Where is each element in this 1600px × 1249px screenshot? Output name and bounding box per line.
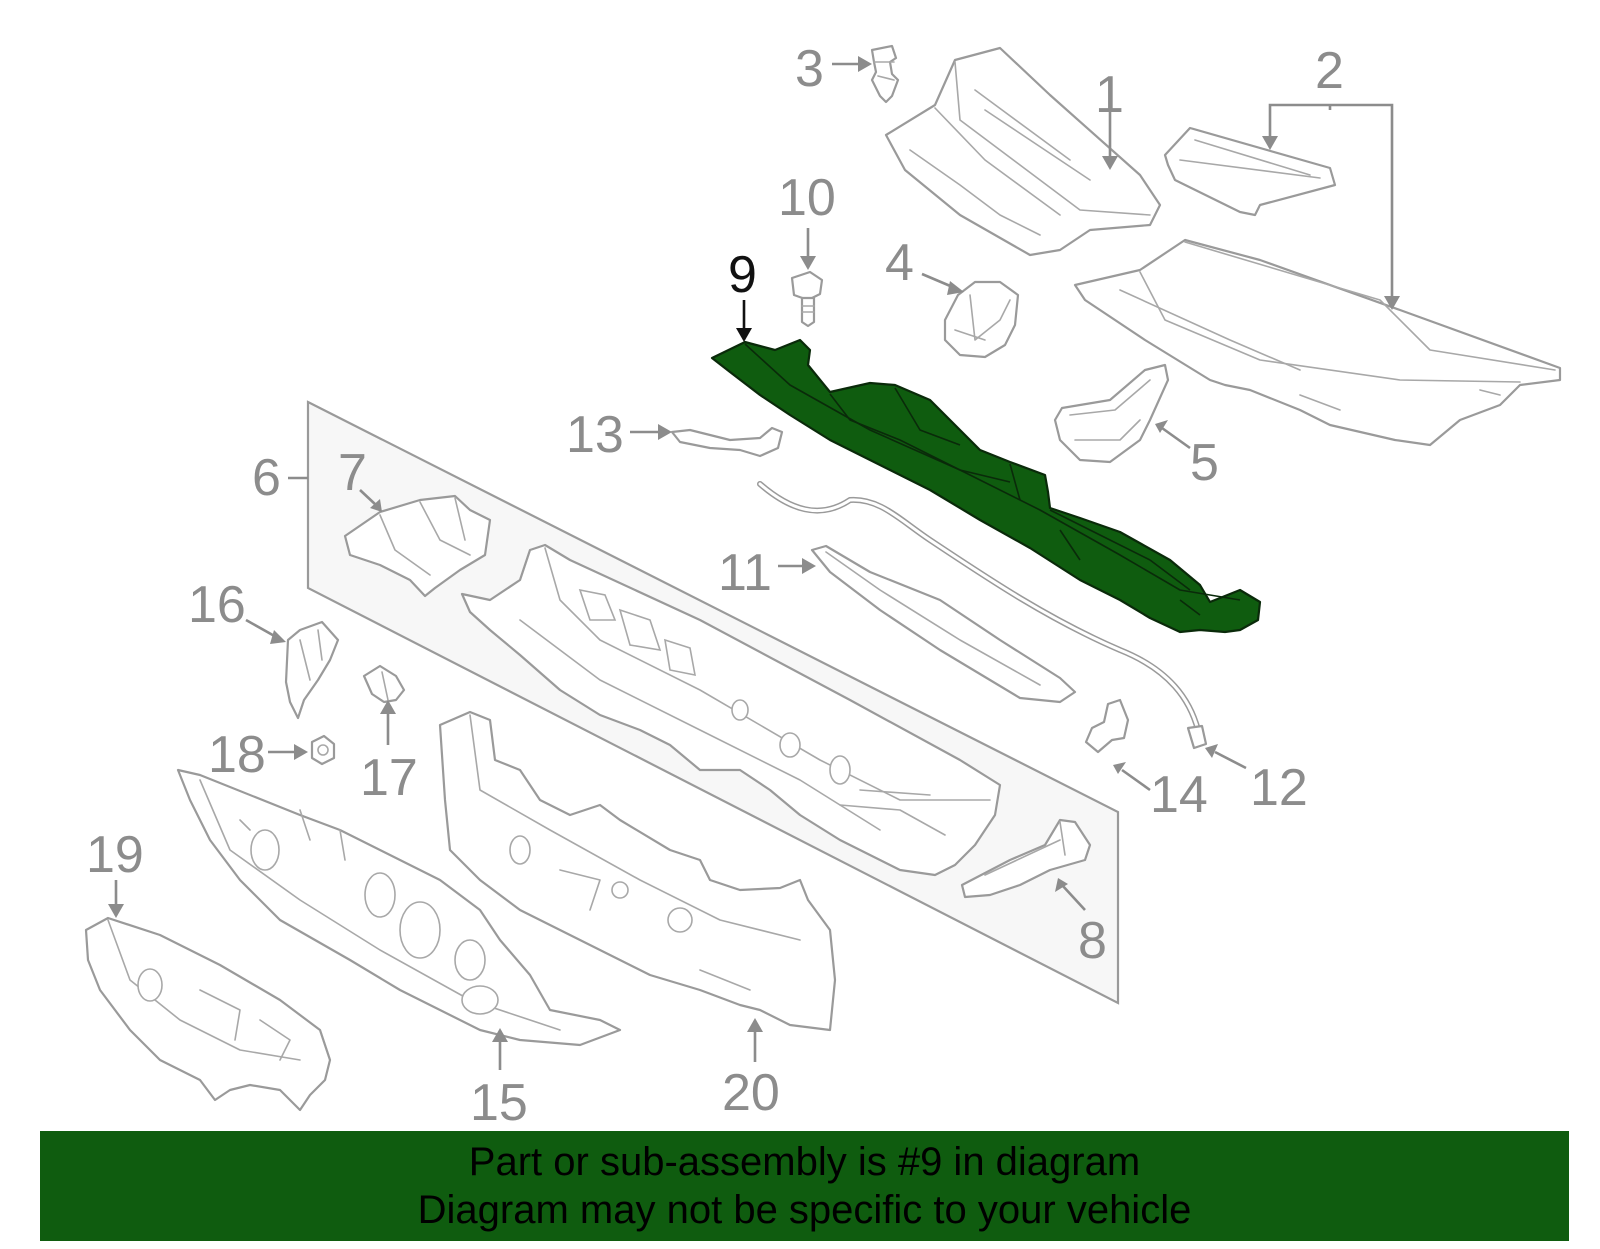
banner-line-disclaimer: Diagram may not be specific to your vehi… (417, 1188, 1192, 1232)
part-11-seal[interactable] (810, 544, 1077, 704)
callout-3: 3 (795, 40, 824, 98)
callout-5: 5 (1190, 434, 1219, 492)
part-17-bolt[interactable] (362, 664, 406, 704)
part-19-insulator[interactable] (84, 916, 332, 1112)
part-1-cowl-top-panel[interactable] (884, 46, 1162, 257)
callout-15: 15 (470, 1074, 528, 1132)
callout-20: 20 (722, 1064, 780, 1122)
callout-2: 2 (1315, 42, 1344, 100)
part-15-dash-silencer[interactable] (176, 768, 622, 1047)
part-2-cowl-top-lower[interactable] (1073, 126, 1562, 447)
part-13-strip[interactable] (670, 426, 784, 458)
info-banner: Part or sub-assembly is #9 in diagram Di… (40, 1131, 1569, 1241)
part-18-nut[interactable] (310, 734, 336, 766)
part-3-clip[interactable] (870, 44, 900, 104)
part-4-bracket[interactable] (943, 280, 1020, 359)
part-20-dash-insulator[interactable] (438, 710, 837, 1032)
banner-line-part: Part or sub-assembly is #9 in diagram (468, 1140, 1141, 1184)
part-10-bolt[interactable] (790, 270, 824, 328)
callout-1: 1 (1095, 66, 1124, 124)
callout-16: 16 (188, 576, 246, 634)
callout-14: 14 (1150, 766, 1208, 824)
callout-8: 8 (1078, 912, 1107, 970)
part-5-bracket[interactable] (1053, 363, 1170, 464)
part-12-cable[interactable] (757, 481, 1208, 750)
part-14-bracket[interactable] (1084, 698, 1130, 754)
callout-12: 12 (1250, 759, 1308, 817)
callout-4: 4 (885, 234, 914, 292)
callout-11: 11 (718, 544, 772, 602)
callout-19: 19 (86, 826, 144, 884)
callout-18: 18 (208, 726, 266, 784)
part-9-cowl-reinforcement[interactable] (710, 338, 1262, 634)
part-6-dash-panel[interactable] (460, 543, 1002, 877)
callout-labels: 1 2 3 4 5 6 7 8 9 10 11 12 13 14 15 16 1… (86, 40, 1344, 1132)
callout-6: 6 (252, 449, 281, 507)
callout-13: 13 (566, 406, 624, 464)
part-16-bracket[interactable] (284, 620, 340, 720)
part-7-bracket[interactable] (343, 494, 492, 598)
leaders (108, 56, 1400, 1070)
callout-10: 10 (778, 169, 836, 227)
callout-17: 17 (360, 749, 418, 807)
callout-9: 9 (728, 246, 757, 304)
callout-7: 7 (338, 444, 367, 502)
part-8-bracket[interactable] (960, 818, 1092, 899)
